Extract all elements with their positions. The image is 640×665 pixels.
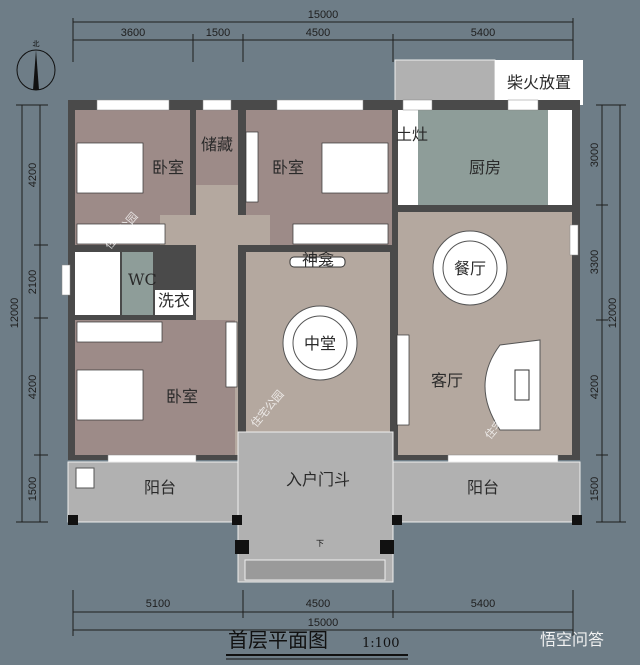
wc-room [122, 252, 153, 315]
columns [68, 515, 582, 554]
coffee-table [514, 369, 530, 401]
room-label-living: 客厅 [431, 371, 463, 390]
room-label-firewood: 柴火放置 [507, 73, 571, 92]
dim-top-total: 15000 [308, 9, 339, 21]
dim-right-total: 12000 [607, 298, 619, 329]
room-label-bedroom-bl: 卧室 [166, 387, 198, 406]
kitchen [418, 110, 548, 205]
stairs-down-label: 下 [316, 539, 324, 548]
room-label-stove: 土灶 [396, 125, 428, 144]
sofa [484, 339, 541, 431]
storage-room [196, 110, 238, 185]
room-label-bedroom-tm: 卧室 [272, 158, 304, 177]
room-label-balcony-left: 阳台 [144, 478, 176, 497]
shower [75, 252, 120, 315]
shrine [289, 256, 346, 268]
firewood-box [495, 60, 583, 105]
dim-right-1: 3000 [589, 143, 601, 167]
dim-top-2: 1500 [206, 27, 230, 39]
dim-top-4: 5400 [471, 27, 495, 39]
brand-logo: 悟空问答 [540, 630, 604, 649]
dim-bottom-total: 15000 [308, 617, 339, 629]
steps [244, 559, 386, 581]
dim-right-4: 1500 [589, 477, 601, 501]
firewood-yard [394, 59, 496, 106]
room-label-bedroom-tl: 卧室 [152, 158, 184, 177]
dim-left-4: 1500 [27, 477, 39, 501]
room-label-laundry: 洗衣 [158, 291, 190, 310]
dim-right-2: 3300 [589, 250, 601, 274]
round-tables [282, 230, 508, 381]
dim-left-total: 12000 [9, 298, 21, 329]
dim-left-1: 4200 [27, 163, 39, 187]
room-label-balcony-right: 阳台 [467, 478, 499, 497]
north-label: 北 [33, 40, 40, 48]
beds [76, 142, 389, 421]
laundry-room [155, 290, 193, 315]
room-label-central-hall: 中堂 [304, 334, 336, 353]
room-label-shrine: 神龛 [302, 250, 334, 269]
dim-top-1: 3600 [121, 27, 145, 39]
room-label-kitchen: 厨房 [469, 158, 501, 177]
dim-right-3: 4200 [589, 375, 601, 399]
dim-bottom-1: 5100 [146, 598, 170, 610]
wardrobes [76, 131, 410, 426]
room-label-entrance: 入户门斗 [286, 470, 350, 489]
dim-bottom-2: 4500 [306, 598, 330, 610]
room-label-wc: WC [128, 270, 157, 289]
drawing-title: 首层平面图 [228, 628, 328, 652]
windows [61, 99, 579, 463]
dim-bottom-3: 5400 [471, 598, 495, 610]
north-arrow-icon [16, 49, 56, 91]
dim-left-3: 4200 [27, 375, 39, 399]
drawing-scale: 1:100 [362, 636, 399, 651]
dim-top-3: 4500 [306, 27, 330, 39]
room-label-storage: 储藏 [201, 135, 233, 154]
dim-left-2: 2100 [27, 270, 39, 294]
room-label-dining: 餐厅 [454, 259, 486, 278]
entrance-porch [237, 431, 394, 583]
sink [75, 467, 95, 489]
hallway-doors [160, 215, 270, 245]
top-dimensions [16, 18, 626, 636]
